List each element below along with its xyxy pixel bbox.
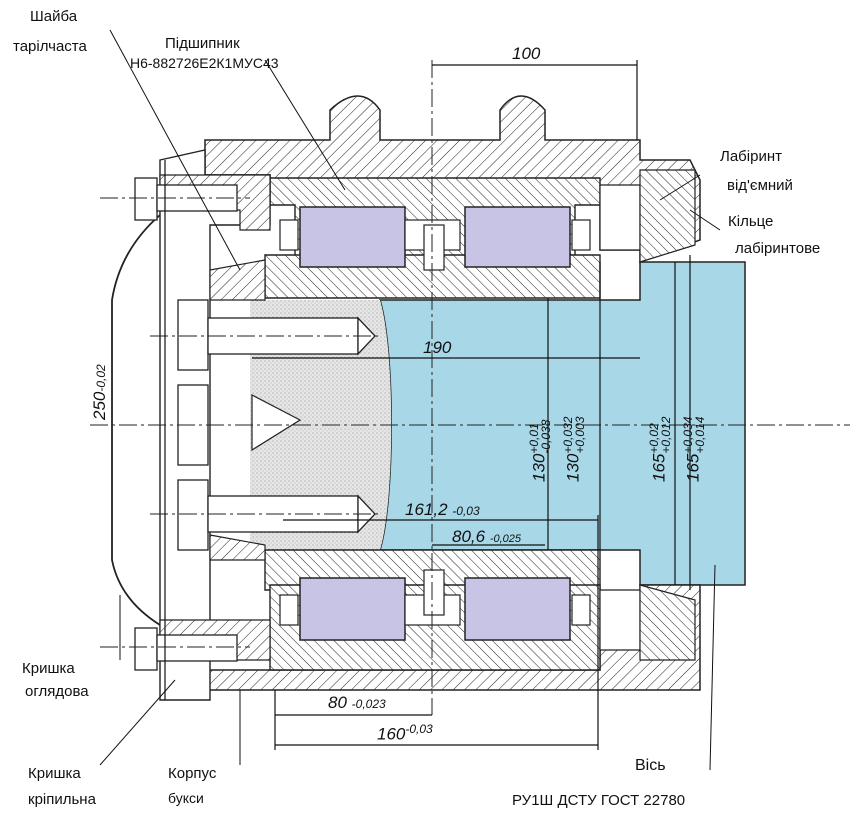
dim-190: 190: [423, 338, 452, 357]
dim-130a-val: 130: [529, 453, 549, 482]
inspection-cover-label: Кришка: [22, 660, 75, 677]
dim-80: 80 -0,023: [328, 693, 386, 713]
dim-250: 250-0,02: [90, 364, 110, 420]
dim-100: 100: [512, 44, 541, 63]
labyrinth-label-2: від'ємний: [727, 177, 793, 194]
dim-165a-lo: +0,012: [659, 416, 673, 454]
dim-130b: 130+0,032+0,003: [561, 416, 587, 482]
axle-label: Вісь: [635, 757, 666, 774]
dim-161-2: 161,2 -0,03: [405, 500, 480, 520]
inspection-cover: [111, 214, 161, 626]
leader-lines: [99, 29, 721, 771]
dim-165b-lo: +0,014: [693, 416, 707, 454]
labyrinth-ring: [599, 169, 696, 661]
dim-80-tol: -0,023: [351, 697, 386, 711]
dim-80-6-val: 80,6: [452, 527, 486, 546]
washer-label: Шайба: [30, 8, 78, 25]
dimension-lines: [164, 60, 691, 750]
ring-label-2: лабіринтове: [735, 240, 821, 257]
dim-130a-lo: -0,038: [539, 419, 553, 454]
axle-end-section: [250, 300, 392, 550]
bearing-code-label: Н6-882726Е2К1МУС43: [130, 55, 279, 71]
labyrinth-label: Лабіринт: [720, 148, 782, 165]
dim-80-val: 80: [328, 693, 347, 712]
dim-165a-val: 165: [649, 453, 669, 482]
dim-165a: 165+0,02+0,012: [647, 416, 673, 482]
washer-label-2: тарілчаста: [13, 38, 87, 55]
rollers: [299, 206, 571, 641]
dim-161-2-val: 161,2: [405, 500, 448, 519]
center-lines: [90, 60, 850, 715]
dim-165b: 165+0,034+0,014: [681, 416, 707, 482]
axle-standard-label: РУ1Ш ДСТУ ГОСТ 22780: [512, 792, 686, 809]
ring-label: Кільце: [728, 213, 774, 230]
dim-165b-val: 165: [683, 453, 703, 482]
dim-160: 160-0,03: [377, 722, 433, 745]
dim-250-tol: -0,02: [94, 364, 108, 392]
dim-160-tol: -0,03: [405, 722, 433, 736]
dim-130b-lo: +0,003: [573, 416, 587, 454]
fixing-cover-label: Кришка: [28, 765, 81, 782]
housing-label: Корпус: [168, 765, 217, 782]
fixing-cover-label-2: кріпильна: [28, 791, 96, 808]
cages: [279, 219, 591, 626]
bearing-title-label: Підшипник: [165, 35, 240, 52]
inspection-cover-label-2: оглядова: [25, 683, 89, 700]
dim-161-2-tol: -0,03: [452, 504, 480, 518]
dim-80-6: 80,6 -0,025: [452, 527, 521, 547]
dim-250-val: 250: [90, 391, 109, 420]
dim-130a: 130+0,01-0,038: [527, 419, 553, 482]
dim-80-6-tol: -0,025: [489, 533, 522, 545]
dim-130b-val: 130: [563, 453, 583, 482]
dim-160-val: 160: [377, 724, 406, 744]
housing-label-2: букси: [168, 790, 204, 806]
